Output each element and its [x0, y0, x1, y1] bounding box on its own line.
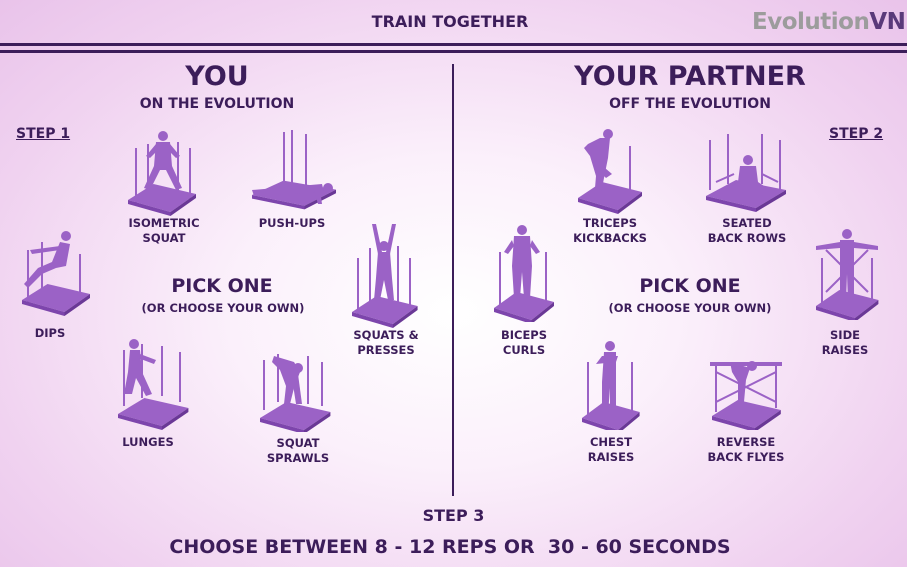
exercise-label-isometric-squat: ISOMETRIC SQUAT	[128, 216, 200, 245]
exercise-label-lunges: LUNGES	[122, 435, 174, 449]
left-pick-title: PICK ONE	[171, 275, 273, 297]
reverse-back-flyes-figure	[710, 361, 782, 430]
exercise-label-biceps-curls: BICEPS CURLS	[500, 328, 548, 357]
left-title: YOU	[185, 61, 249, 92]
header-rule-top	[0, 43, 907, 46]
footer-instruction: CHOOSE BETWEEN 8 - 12 REPS OR 30 - 60 SE…	[169, 536, 731, 558]
step-3-label: STEP 3	[422, 506, 485, 525]
exercise-label-side-raises: SIDE RAISES	[821, 328, 869, 357]
step-1-label: STEP 1	[16, 126, 71, 142]
exercise-label-dips: DIPS	[34, 326, 66, 340]
header-rule-bottom	[0, 50, 907, 53]
right-subtitle: OFF THE EVOLUTION	[609, 96, 771, 112]
isometric-squat-figure	[128, 131, 196, 216]
squats-presses-figure	[352, 224, 418, 328]
left-subtitle: ON THE EVOLUTION	[139, 96, 295, 112]
right-pick-title: PICK ONE	[639, 275, 741, 297]
seated-back-rows-figure	[706, 134, 786, 212]
right-title: YOUR PARTNER	[574, 61, 806, 92]
center-divider	[452, 64, 454, 496]
exercise-label-push-ups: PUSH-UPS	[258, 216, 326, 230]
exercise-label-triceps-kickbacks: TRICEPS KICKBACKS	[573, 216, 647, 245]
exercise-label-squats-presses: SQUATS & PRESSES	[353, 328, 419, 357]
page-title: TRAIN TOGETHER	[371, 12, 529, 31]
exercise-label-chest-raises: CHEST RAISES	[587, 435, 635, 464]
biceps-curls-figure	[494, 225, 554, 322]
brand-logo-main: Evolution	[752, 9, 870, 35]
triceps-kickbacks-figure	[578, 129, 642, 214]
right-pick-subtitle: (OR CHOOSE YOUR OWN)	[608, 301, 772, 315]
chest-raises-figure	[582, 341, 640, 430]
step-2-label: STEP 2	[829, 126, 884, 142]
dips-figure	[22, 231, 90, 316]
exercise-label-reverse-back-flyes: REVERSE BACK FLYES	[707, 435, 785, 464]
brand-logo-suffix: VN	[869, 9, 906, 35]
push-ups-figure	[252, 130, 336, 210]
squat-sprawls-figure	[260, 354, 331, 432]
side-raises-figure	[816, 229, 879, 320]
exercise-label-squat-sprawls: SQUAT SPRAWLS	[266, 436, 330, 465]
lunges-figure	[118, 339, 189, 430]
left-pick-subtitle: (OR CHOOSE YOUR OWN)	[141, 301, 305, 315]
exercise-label-seated-back-rows: SEATED BACK ROWS	[707, 216, 787, 245]
brand-logo: EvolutionVN	[752, 9, 906, 35]
